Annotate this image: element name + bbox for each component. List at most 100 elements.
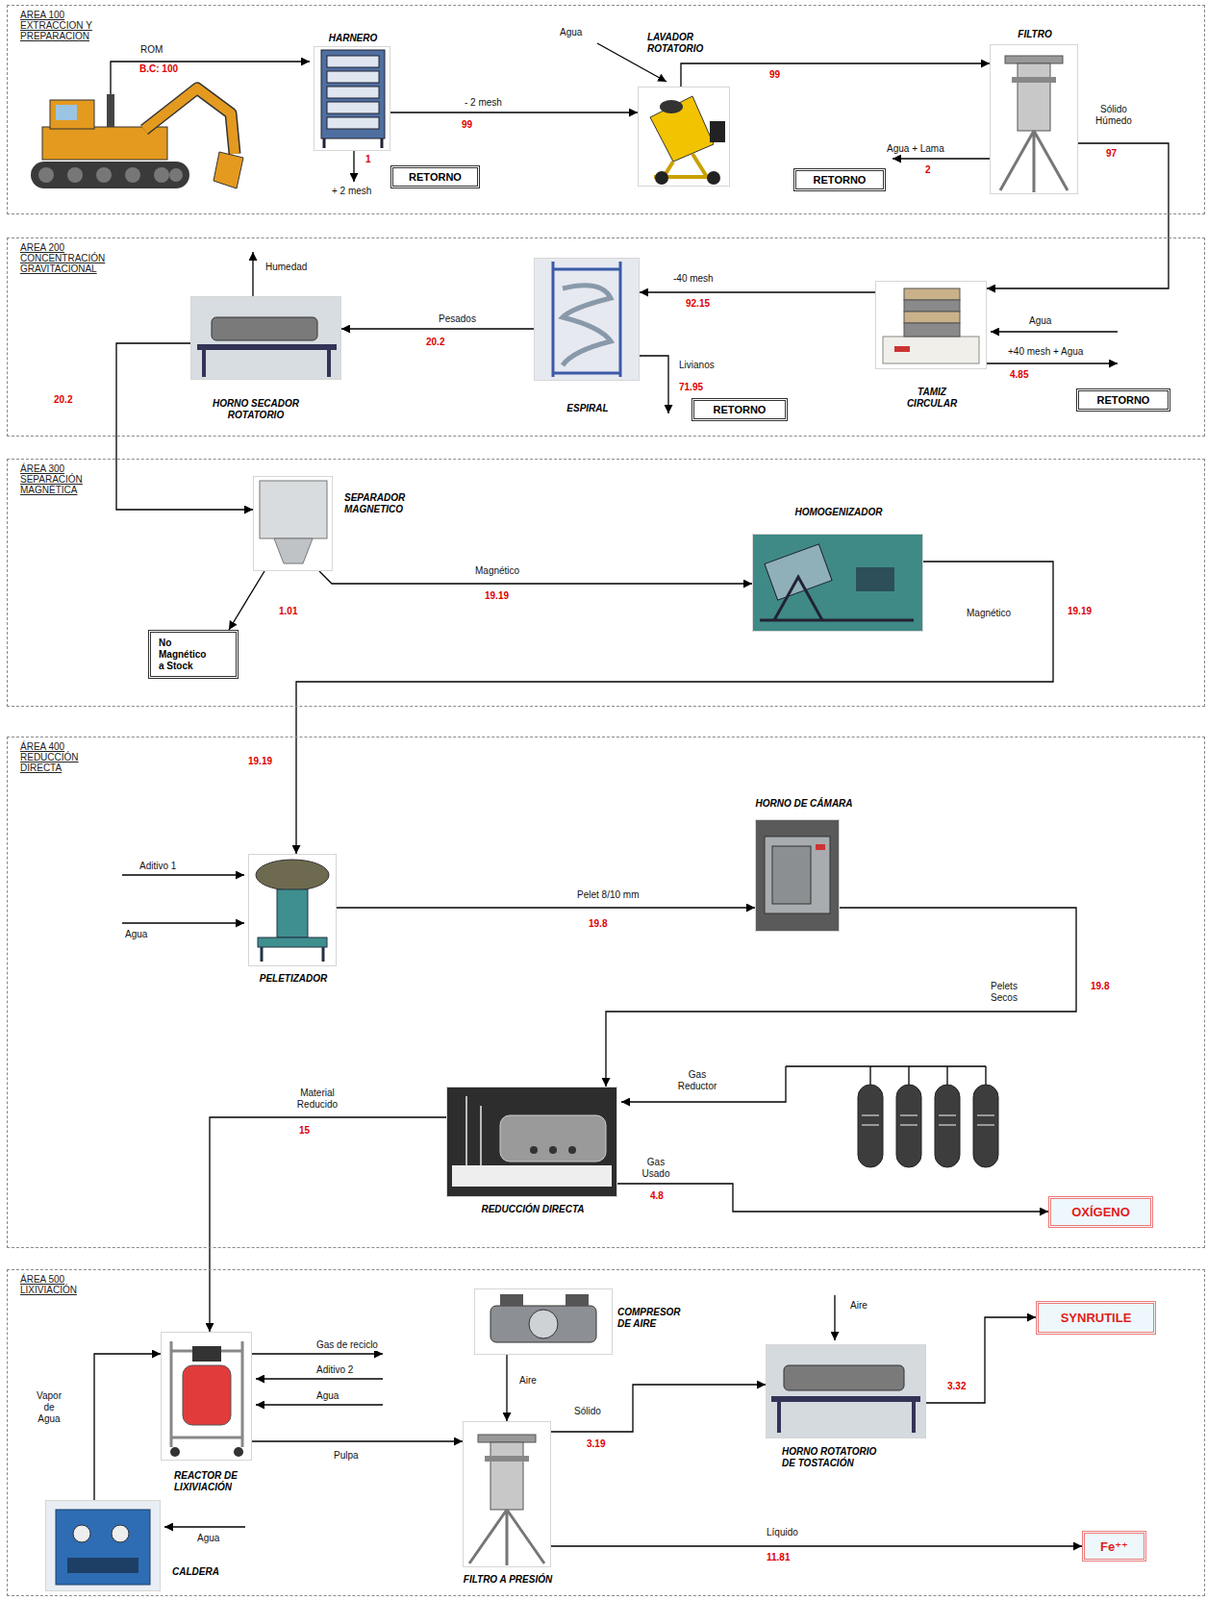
boiler-illustration xyxy=(46,1501,160,1591)
flow-label: Gas Usado xyxy=(638,1156,674,1181)
screen-illustration-part xyxy=(326,55,379,68)
equipment-node: ESPIRAL xyxy=(533,257,640,381)
equipment-node: HORNO DE CÁMARA xyxy=(754,819,840,932)
stream-arrows-part xyxy=(110,61,310,95)
stream-arrows-part xyxy=(986,362,1118,364)
flow-connector xyxy=(639,291,876,293)
leach-reactor-illustration xyxy=(170,1341,244,1458)
filter-illustration-part xyxy=(1005,55,1063,64)
equipment-node: CALDERA xyxy=(45,1500,161,1592)
area-heading: AREA 200 CONCENTRACIÓN GRAVITACIONAL xyxy=(20,242,113,275)
equipment-name: LAVADOR ROTATORIO xyxy=(647,31,717,55)
chamber-oven-illustration-part xyxy=(815,844,826,851)
flow-connector xyxy=(390,111,638,113)
mass-number: 19.8 xyxy=(1090,980,1109,993)
excavator-illustration-part xyxy=(153,167,170,183)
equipment-name: SEPARADOR MAGNETICO xyxy=(344,492,431,516)
equipment-name: CALDERA xyxy=(172,1566,240,1579)
homogenizer-illustration-part xyxy=(753,534,923,631)
area-heading: AREA 100 EXTRACCION Y PREPARACION xyxy=(20,9,113,42)
box-text: RETORNO xyxy=(408,171,462,183)
return-box: RETORNO xyxy=(691,398,788,422)
equipment-name: ESPIRAL xyxy=(534,402,641,415)
washer-illustration-part xyxy=(654,171,669,185)
flow-connector xyxy=(296,561,1054,855)
excavator-illustration-part xyxy=(144,88,235,154)
stream-label: Aditivo 1 xyxy=(139,860,177,873)
mass-number: 4.85 xyxy=(1009,369,1029,381)
equipment-node: SEPARADOR MAGNETICO xyxy=(252,476,333,572)
screen-illustration-part xyxy=(326,101,379,114)
box-text: RETORNO xyxy=(713,403,767,416)
equipment-name: PELETIZADOR xyxy=(239,973,348,985)
product-box: OXÍGENO xyxy=(1048,1196,1154,1229)
flow-label: Magnético xyxy=(475,565,520,578)
stock-box: No Magnético a Stock xyxy=(148,629,239,679)
pelletizer-illustration-part xyxy=(257,937,327,948)
flow-connector xyxy=(251,1440,463,1442)
equipment-node: REDUCCIÓN DIRECTA xyxy=(446,1086,618,1198)
air-compressor-illustration xyxy=(490,1294,597,1343)
flow-connector xyxy=(551,1384,766,1433)
screen-illustration-part xyxy=(324,138,382,149)
reduction-furnace-illustration xyxy=(447,1087,617,1197)
stream-arrows-part xyxy=(352,150,354,182)
area-heading: ÁREA 300 SEPARACIÓN MAGNÉTICA xyxy=(20,463,113,496)
reduction-furnace-illustration-part xyxy=(447,1087,617,1197)
reduction-furnace-illustration-part xyxy=(452,1165,612,1187)
air-compressor-illustration-part xyxy=(565,1294,589,1307)
filter-illustration xyxy=(1000,55,1068,193)
mass-number: 3.19 xyxy=(586,1438,605,1451)
screen-illustration-part xyxy=(326,117,379,129)
pelletizer-illustration-part xyxy=(261,947,324,962)
flow-label: Pulpa xyxy=(333,1450,359,1462)
mass-number: 20.2 xyxy=(426,336,445,349)
equipment-node: REACTOR DE LIXIVIACIÓN xyxy=(160,1332,252,1461)
sieve-illustration-part xyxy=(894,346,910,353)
magnetic-separator-illustration-part xyxy=(259,480,327,539)
equipment-node: HORNO ROTATORIO DE TOSTACIÓN xyxy=(765,1344,927,1439)
stream-arrows-part xyxy=(164,1526,246,1528)
equipment-node: FILTRO xyxy=(989,44,1079,195)
pelletizer-illustration xyxy=(255,859,329,962)
stream-arrows-part xyxy=(255,1378,383,1380)
reduction-furnace-illustration-part xyxy=(500,1115,606,1162)
stream-arrows-part xyxy=(251,251,253,297)
sieve-illustration xyxy=(882,288,980,364)
reduction-furnace-illustration-part xyxy=(466,1096,481,1166)
washer-illustration-part xyxy=(659,100,683,114)
flow-label: Sólido xyxy=(574,1406,602,1418)
air-compressor-illustration-part xyxy=(490,1306,597,1343)
mass-number: 19.8 xyxy=(588,918,607,931)
excavator-illustration-part xyxy=(55,104,77,121)
boiler-illustration-part xyxy=(55,1509,151,1585)
stream-label: Humedad xyxy=(265,261,307,274)
spiral-illustration-part xyxy=(553,261,621,378)
roasting-kiln-illustration-part xyxy=(771,1396,921,1403)
mass-number: B.C: 100 xyxy=(139,63,178,76)
boiler-illustration-part xyxy=(73,1525,91,1543)
flow-label: Sólido Húmedo xyxy=(1089,103,1138,127)
stream-label: Livianos xyxy=(678,359,715,372)
homogenizer-illustration-part xyxy=(764,544,832,601)
stream-arrows-part xyxy=(639,355,669,414)
boiler-illustration-part xyxy=(111,1525,129,1543)
gas-cylinders-illustration xyxy=(785,1066,999,1168)
boiler-illustration-part xyxy=(46,1501,160,1591)
filter-illustration-part xyxy=(1000,130,1068,193)
washer-illustration-part xyxy=(706,171,721,185)
equipment-node: PELETIZADOR xyxy=(248,854,337,967)
stream-label: Aire xyxy=(850,1300,868,1312)
filter-illustration-part xyxy=(1011,76,1057,83)
washer-illustration xyxy=(650,96,726,185)
mass-number: 19.19 xyxy=(248,755,273,768)
rotary-dryer-illustration-part xyxy=(203,350,329,378)
pelletizer-illustration-part xyxy=(276,889,308,938)
flow-connector xyxy=(341,327,534,329)
excavator-illustration-part xyxy=(106,94,115,127)
flow-label: -40 mesh xyxy=(673,273,714,285)
box-text: RETORNO xyxy=(1097,394,1151,406)
excavator-illustration-part xyxy=(169,168,183,182)
stream-label: + 2 mesh xyxy=(331,185,372,198)
